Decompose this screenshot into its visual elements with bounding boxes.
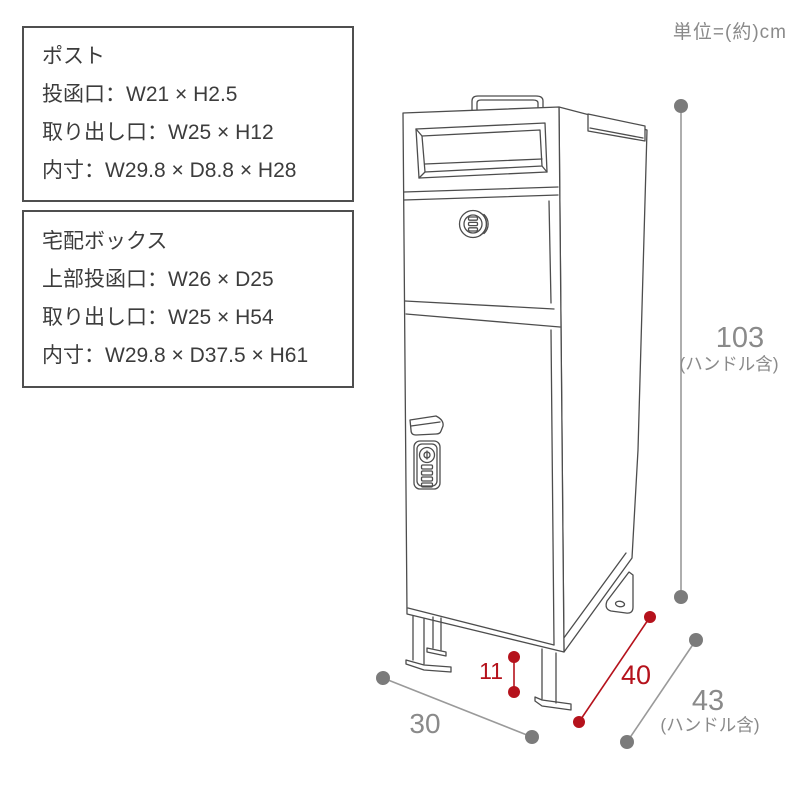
total-depth-dimension-note: (ハンドル含) (660, 715, 759, 735)
top-handle-icon (471, 95, 544, 113)
anchor-bracket (605, 571, 634, 614)
spec-line: 取り出し口：W25 × H12 (42, 121, 274, 144)
dimension-lines (376, 99, 703, 749)
body-depth-dimension-value: 40 (621, 660, 651, 690)
front-face (402, 106, 565, 653)
dial-lock-icon (458, 209, 489, 239)
cabinet-drawing (402, 95, 648, 711)
side-base-edge (557, 552, 627, 647)
spec-line: 内寸：W29.8 × D37.5 × H61 (42, 344, 309, 367)
lower-door-bottom (407, 607, 555, 646)
door-pull-icon (409, 415, 444, 436)
leg-height-dimension-value: 11 (479, 658, 503, 684)
height-dimension-note: (ハンドル含) (679, 354, 778, 374)
width-dimension-line (376, 671, 539, 744)
upper-door-edge (548, 200, 552, 304)
lower-door-top (405, 313, 561, 328)
spec-box-delivery-title: 宅配ボックス (42, 230, 168, 253)
total-depth-dimension-line (620, 633, 703, 749)
legs (405, 615, 572, 711)
width-dimension-value: 30 (409, 708, 440, 739)
total-depth-dimension-value: 43 (692, 685, 724, 717)
spec-box-delivery: 宅配ボックス 上部投函口：W26 × D25 取り出し口：W25 × H54 内… (22, 210, 354, 388)
spec-line: 上部投函口：W26 × D25 (42, 268, 274, 291)
body-depth-dimension-line (573, 611, 656, 728)
post-divider (403, 186, 559, 201)
combination-lock-icon (413, 440, 441, 490)
spec-line: 投函口：W21 × H2.5 (42, 83, 238, 106)
spec-line: 内寸：W29.8 × D8.8 × H28 (42, 159, 297, 182)
height-dimension-value: 103 (716, 322, 764, 354)
height-dimension-line (674, 99, 688, 604)
unit-note: 単位=(約)cm (672, 22, 787, 43)
side-panel (558, 106, 648, 653)
mail-slot (415, 122, 548, 179)
spec-line: 取り出し口：W25 × H54 (42, 306, 274, 329)
side-handle-icon (587, 113, 646, 142)
dimension-labels: 103 (ハンドル含) 30 40 43 (ハンドル含) 11 (409, 322, 778, 739)
leg-height-dimension-line (508, 651, 520, 698)
upper-door-bottom (404, 300, 555, 310)
lower-door-edge (550, 329, 555, 646)
spec-box-post-title: ポスト (42, 45, 105, 68)
spec-box-post: ポスト 投函口：W21 × H2.5 取り出し口：W25 × H12 内寸：W2… (22, 26, 354, 202)
